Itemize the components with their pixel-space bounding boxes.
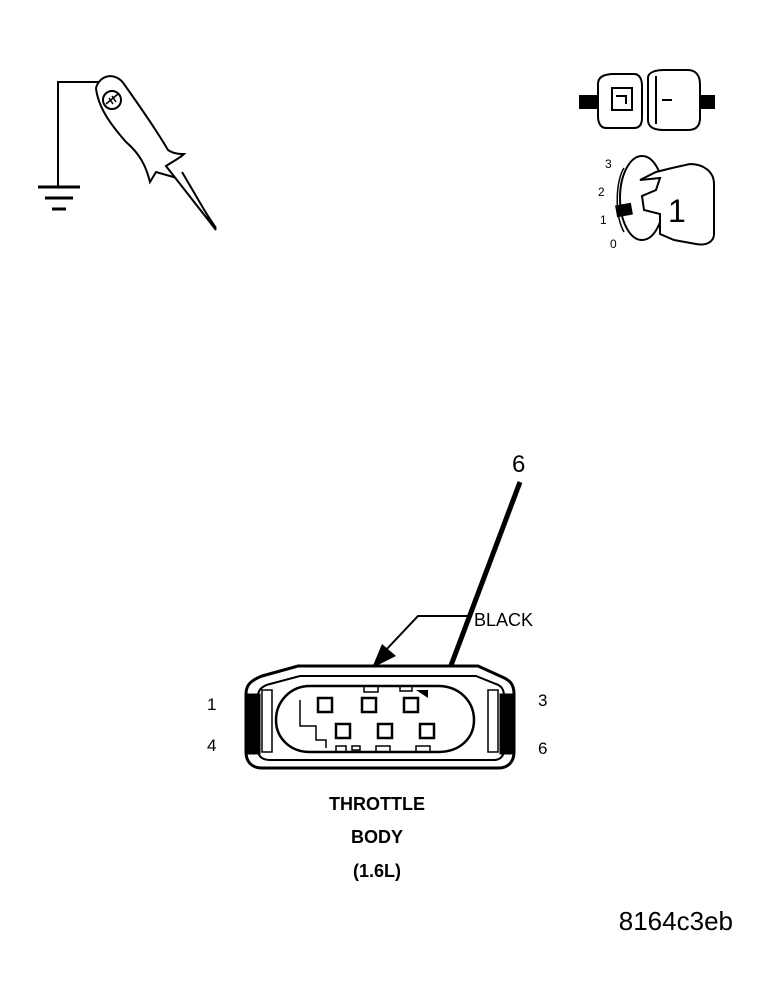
ground-icon [38,81,104,211]
key-number: 1 [668,193,686,229]
pin-label-1: 1 [207,695,216,714]
throttle-body-connector [244,664,516,770]
figure-id: 8164c3eb [619,906,733,936]
pin-label-6: 6 [538,739,547,758]
connector-plug-icon [579,69,715,131]
connector-title-line-2: BODY [351,827,403,847]
key-position-3: 3 [605,157,612,171]
ignition-key-icon: 3 2 1 0 1 [598,155,715,251]
pin-label-3: 3 [538,691,547,710]
pin-label-4: 4 [207,736,216,755]
connector-title-line-3: (1.6L) [353,861,401,881]
callout-number: 6 [512,451,525,478]
ground-probe-icon [38,75,217,231]
test-probe-icon [94,75,217,231]
key-position-2: 2 [598,185,605,199]
connector-title-line-1: THROTTLE [329,794,425,814]
connector-color-label: BLACK [474,610,533,630]
color-label-leader: BLACK [372,610,533,668]
connector-pin-cavity [316,696,436,740]
key-position-0: 0 [610,237,617,251]
key-position-1: 1 [600,213,607,227]
